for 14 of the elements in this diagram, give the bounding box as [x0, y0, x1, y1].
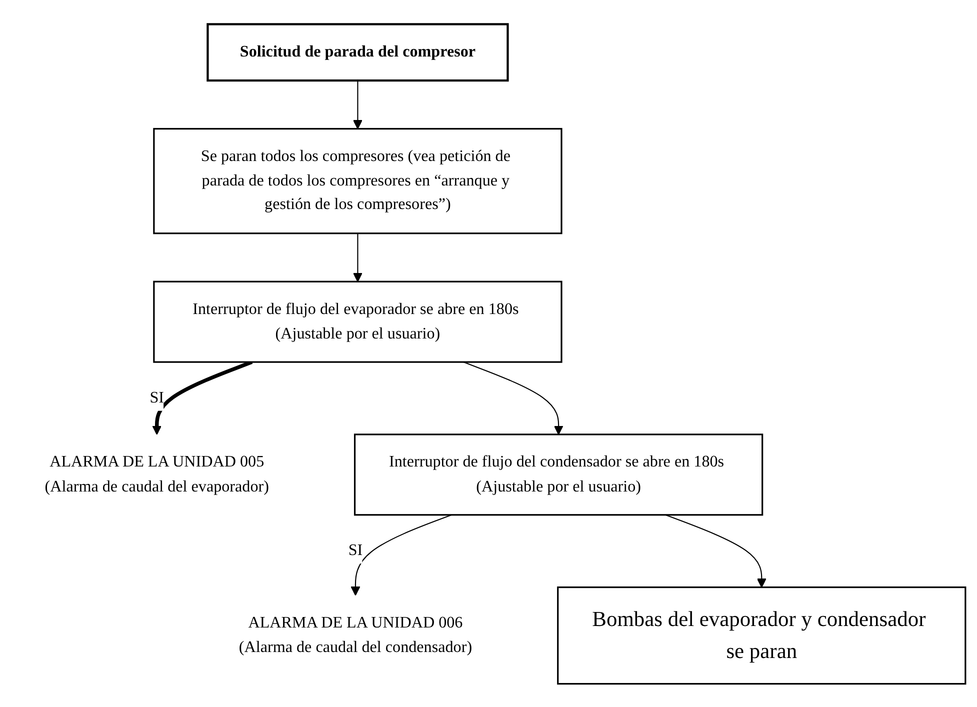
arrow: [352, 232, 362, 282]
node-box: Interruptor de flujo del evaporador se abre en 180s (Ajustable por el usuario): [152, 280, 562, 362]
node-box: Solicitud de parada del compresor: [206, 22, 508, 82]
edge-label: SI: [348, 542, 362, 559]
arrow: [462, 361, 563, 434]
edge-label: SI: [149, 388, 164, 406]
node-box: Interruptor de flujo del condensador se abre en 180s (Ajustable por el usuario): [353, 433, 763, 516]
arrow: [350, 514, 452, 596]
node-box: Bombas del evaporador y condensador se paran: [556, 586, 966, 684]
node-text: ALARMA DE LA UNIDAD 005 (Alarma de caudal del evaporador): [44, 453, 268, 495]
node-text: ALARMA DE LA UNIDAD 006 (Alarma de caudal del condensador): [238, 614, 472, 656]
arrow: [352, 80, 362, 129]
node-box: Se paran todos los compresores (vea petición de parada de todos los compresores en “arranque y gestión de los compresores”): [152, 127, 562, 234]
arrow: [664, 514, 766, 588]
